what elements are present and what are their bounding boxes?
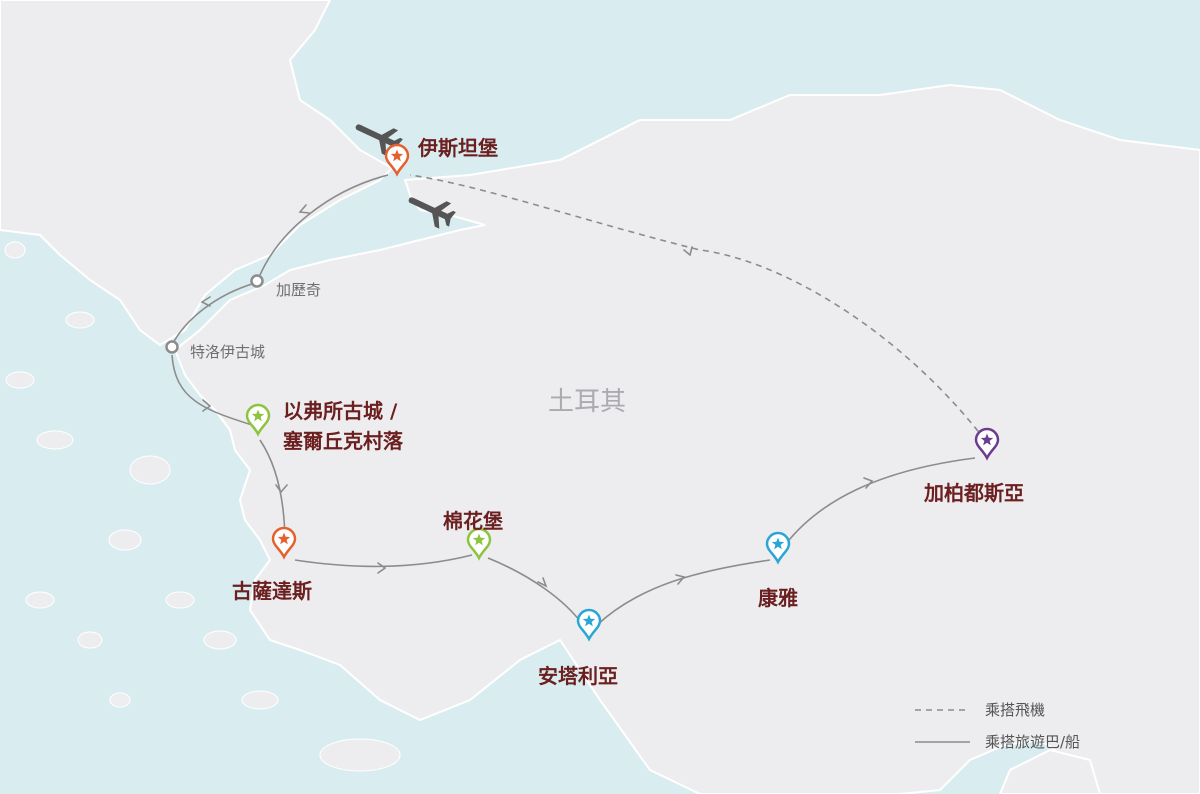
island bbox=[165, 591, 195, 609]
waypoint-gallipoli bbox=[250, 274, 264, 288]
country-label: 土耳其 bbox=[548, 387, 626, 417]
arrow bbox=[863, 477, 874, 489]
bus-route-antalya-konya bbox=[596, 559, 771, 626]
island bbox=[109, 692, 131, 708]
pin-ephesus-icon bbox=[245, 403, 271, 437]
bus-route-pamukkale-antalya bbox=[487, 557, 584, 626]
label-konya: 康雅 bbox=[758, 586, 798, 610]
label-ephesus-2: 塞爾丘克村落 bbox=[283, 429, 404, 453]
location-pins bbox=[165, 143, 1000, 642]
airplane-icon bbox=[408, 197, 456, 229]
land-anatolia bbox=[173, 83, 1200, 794]
pin-konya-icon bbox=[765, 531, 791, 565]
label-istanbul: 伊斯坦堡 bbox=[417, 136, 498, 160]
label-ephesus: 以弗所古城 / bbox=[283, 399, 398, 423]
airplane-icon bbox=[355, 124, 403, 156]
bus-route-konya-cappadocia bbox=[784, 457, 976, 546]
arrow bbox=[675, 574, 686, 585]
island bbox=[108, 529, 142, 551]
arrow bbox=[377, 562, 387, 574]
legend-flight-label: 乘搭飛機 bbox=[985, 701, 1045, 719]
label-kusadasi: 古薩達斯 bbox=[232, 579, 312, 603]
route-arrows bbox=[200, 204, 874, 588]
arrow bbox=[200, 296, 211, 307]
land-europe bbox=[0, 0, 394, 347]
label-gallipoli: 加歷奇 bbox=[276, 281, 321, 299]
island bbox=[203, 630, 237, 650]
legend: 乘搭飛機 乘搭旅遊巴/船 bbox=[915, 701, 1080, 751]
pin-kusadasi-icon bbox=[271, 526, 297, 560]
arrow bbox=[683, 246, 693, 257]
pin-pamukkale-icon bbox=[466, 527, 492, 561]
island bbox=[77, 631, 103, 649]
island bbox=[65, 311, 95, 329]
arrow bbox=[202, 399, 212, 412]
island bbox=[5, 371, 35, 389]
waypoint-troy bbox=[165, 340, 179, 354]
island bbox=[241, 690, 279, 710]
routes bbox=[171, 174, 986, 626]
bus-route-gallipoli-troy bbox=[171, 282, 256, 346]
pin-antalya-icon bbox=[576, 608, 602, 642]
island bbox=[129, 455, 171, 485]
arrow bbox=[298, 204, 310, 214]
island bbox=[319, 738, 401, 772]
label-pamukkale: 棉花堡 bbox=[443, 509, 503, 533]
bus-route-istanbul-gallipoli bbox=[259, 174, 389, 276]
island bbox=[36, 430, 74, 450]
label-antalya: 安塔利亞 bbox=[538, 664, 618, 688]
island bbox=[4, 241, 26, 259]
bus-route-kusadasi-pamukkale bbox=[294, 554, 473, 568]
label-troy: 特洛伊古城 bbox=[190, 343, 265, 361]
bus-route-troy-ephesus bbox=[171, 354, 253, 426]
arrow bbox=[275, 484, 288, 494]
label-cappadocia: 加柏都斯亞 bbox=[923, 481, 1024, 505]
arrow bbox=[537, 577, 548, 588]
island-cyprus bbox=[998, 748, 1102, 794]
pin-cappadocia-icon bbox=[974, 427, 1000, 461]
legend-bus-label: 乘搭旅遊巴/船 bbox=[985, 733, 1080, 751]
flight-route bbox=[409, 174, 986, 441]
pin-istanbul-icon bbox=[384, 143, 410, 177]
island bbox=[25, 591, 55, 609]
